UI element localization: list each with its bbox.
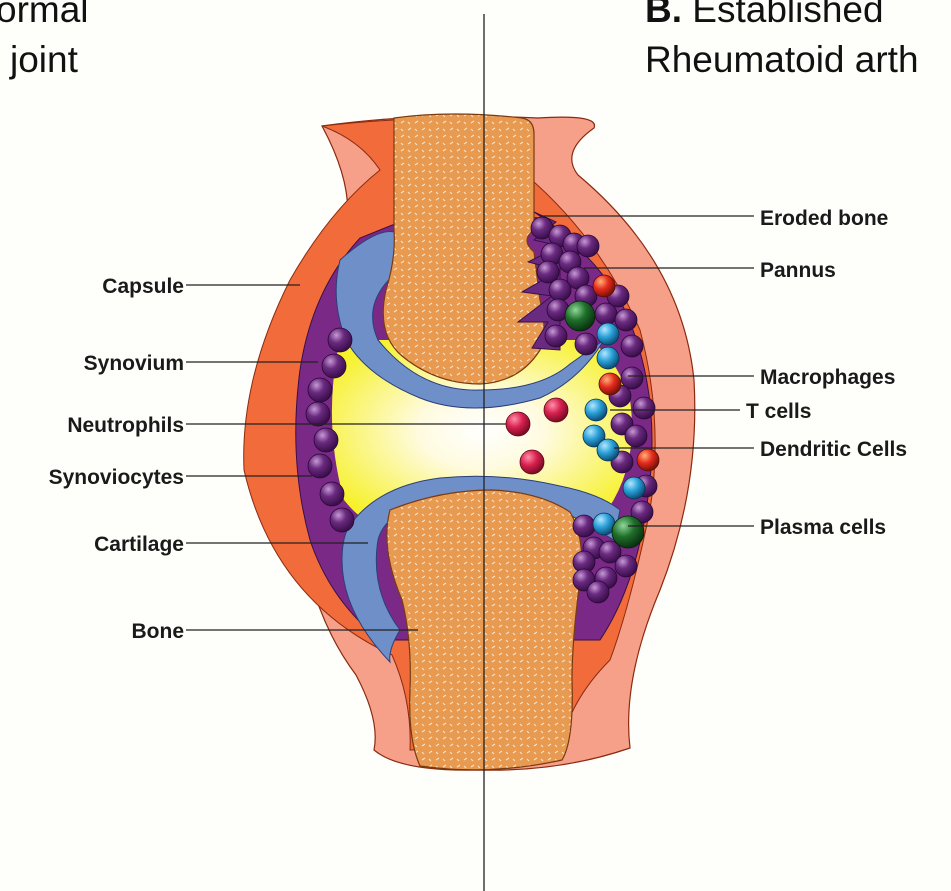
label-plasma-cells: Plasma cells [760,516,886,539]
label-t-cells: T cells [746,400,811,423]
bone-upper [383,114,544,384]
panel-b-title: B. Established [645,0,884,30]
panel-b-subtitle: Rheumatoid arth [645,39,919,80]
label-cartilage: Cartilage [94,533,184,556]
panel-a-title: ormal [0,0,89,30]
panel-a-subtitle: joint [9,39,79,80]
label-dendritic-cells: Dendritic Cells [760,438,907,461]
label-capsule: Capsule [102,275,184,298]
label-eroded-bone: Eroded bone [760,207,888,230]
label-pannus: Pannus [760,259,836,282]
panel-b-letter: B. [645,0,682,30]
panel-b-title-text: Established [682,0,884,30]
label-synoviocytes: Synoviocytes [49,466,184,489]
label-bone: Bone [132,620,185,643]
label-neutrophils: Neutrophils [67,414,184,437]
label-synovium: Synovium [84,352,184,375]
label-macrophages: Macrophages [760,366,895,389]
